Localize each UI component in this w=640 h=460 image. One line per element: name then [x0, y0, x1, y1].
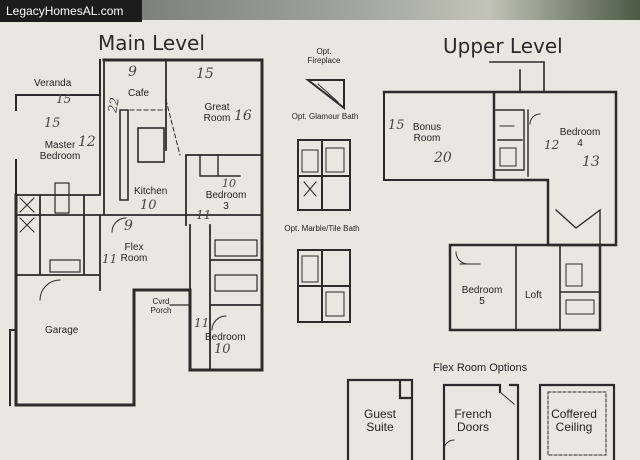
note-bonus-l: 15 — [388, 118, 405, 133]
room-garage: Garage — [45, 325, 79, 336]
note-flex-d: 11 — [102, 252, 118, 266]
room-bedroom-4: Bedroom 4 — [559, 127, 601, 149]
note-bonus-w: 20 — [434, 150, 452, 166]
note-bed4-l: 12 — [544, 138, 560, 152]
note-master-w: 12 — [78, 134, 96, 150]
guest-suite-option-shape — [346, 378, 414, 460]
flex-options-title: Flex Room Options — [433, 362, 528, 374]
room-master-bedroom: Master Bedroom — [39, 140, 81, 162]
note-kitchen: 10 — [140, 198, 157, 213]
site-watermark: LegacyHomesAL.com — [0, 0, 142, 22]
note-veranda-d: 15 — [44, 116, 61, 131]
room-loft: Loft — [525, 290, 542, 301]
coffered-ceiling-option-shape — [538, 383, 616, 460]
marble-bath-option-shape — [297, 249, 351, 323]
header-photo-strip — [136, 0, 640, 20]
option-marble-bath: Opt. Marble/Tile Bath — [284, 224, 360, 233]
glamour-bath-option-shape — [297, 139, 351, 211]
option-glamour-bath: Opt. Glamour Bath — [291, 112, 359, 121]
room-covered-porch: Cvrd Porch — [150, 297, 172, 315]
note-cafe-side: 22 — [105, 96, 122, 114]
room-cafe: Cafe — [128, 88, 150, 99]
room-flex-room: Flex Room — [120, 242, 148, 264]
room-great-room: Great Room — [203, 102, 231, 124]
room-bonus-room: Bonus Room — [412, 122, 442, 144]
fireplace-option-shape — [305, 79, 345, 111]
room-kitchen: Kitchen — [134, 186, 168, 197]
note-bed4-w: 13 — [582, 154, 600, 170]
room-bedroom-3: Bedroom 3 — [205, 190, 247, 212]
note-great-d: 16 — [234, 108, 252, 124]
room-bedroom-2: Bedroom — [205, 332, 246, 343]
option-coffered-ceiling: Coffered Ceiling — [551, 407, 597, 435]
french-doors-option-shape — [442, 383, 520, 460]
note-bed3-w: 10 — [222, 177, 236, 190]
note-bed2-d: 11 — [194, 316, 210, 330]
note-bed3-d: 11 — [196, 208, 212, 222]
room-veranda: Veranda — [34, 78, 72, 89]
option-guest-suite: Guest Suite — [363, 407, 396, 435]
upper-level-title: Upper Level — [443, 34, 563, 58]
main-interior-walls — [15, 59, 263, 371]
note-flex-w: 9 — [124, 218, 133, 234]
note-great-w: 15 — [196, 66, 214, 82]
upper-bed5-loft-shape — [448, 243, 602, 332]
option-french-doors: French Doors — [454, 407, 492, 435]
main-level-title: Main Level — [98, 31, 205, 55]
note-bed2-w: 10 — [214, 342, 231, 357]
option-fireplace: Opt. Fireplace — [307, 47, 341, 65]
room-bedroom-5: Bedroom 5 — [461, 285, 503, 307]
note-veranda-w: 15 — [56, 92, 72, 106]
note-cafe: 9 — [128, 64, 137, 80]
